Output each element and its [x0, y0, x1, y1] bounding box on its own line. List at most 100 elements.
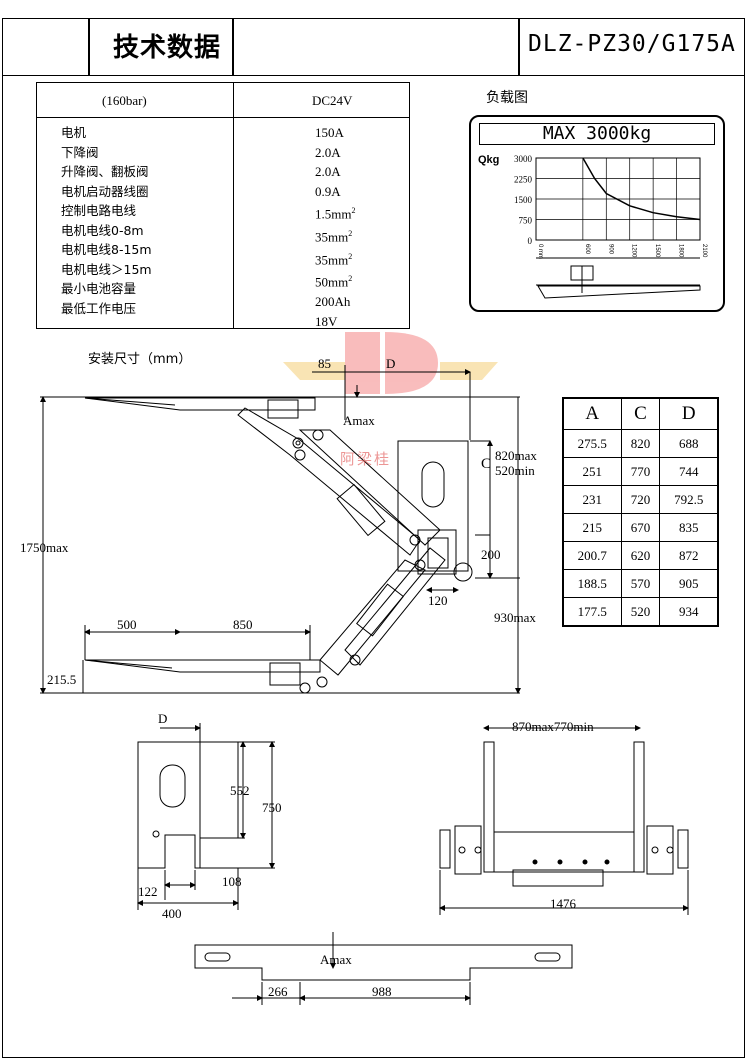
plate-dim-d: D	[158, 711, 168, 726]
load-chart-max: MAX 3000kg	[479, 123, 715, 145]
dim-table-cell: 792.5	[659, 485, 718, 514]
load-y-tick: 0	[528, 236, 533, 246]
install-title: 安装尺寸（mm）	[88, 352, 192, 367]
dim-table-cell: 934	[659, 597, 718, 626]
dim-table-cell: 570	[620, 569, 661, 598]
spec-value: 35mm2	[315, 228, 353, 245]
spec-label: 最小电池容量	[61, 281, 137, 296]
spec-value: 0.9A	[315, 183, 341, 199]
spec-table: (160bar) DC24V 电机下降阀升降阀、翻板阀电机启动器线圈控制电路电线…	[36, 82, 410, 329]
spec-label: 最低工作电压	[61, 300, 137, 316]
dim-table-cell: 275.5	[563, 429, 622, 458]
load-y-tick: 750	[519, 216, 533, 226]
spec-head-left: (160bar)	[102, 93, 147, 108]
load-x-tick: 1500	[654, 244, 660, 258]
plate-dim-122: 122	[138, 884, 158, 899]
dim-d: D	[386, 356, 396, 371]
plate-dim-750: 750	[262, 800, 282, 815]
dim-table-header: D	[659, 398, 718, 430]
load-chart-box	[469, 115, 725, 312]
bottom-dim-988: 988	[372, 984, 392, 999]
load-y-tick: 1500	[514, 195, 533, 205]
bottom-dim-266: 266	[268, 984, 288, 999]
title-block-left	[2, 18, 90, 76]
dim-table-cell: 670	[620, 513, 661, 542]
spec-values: 150A 2.0A 2.0A 0.9A 1.5mm2 35mm2 35mm2 50mm2 200…	[315, 123, 355, 331]
dim-c-max: 820max	[495, 448, 537, 463]
dim-table-cell: 251	[563, 457, 622, 486]
dim-table-cell: 820	[620, 429, 661, 458]
dim-500: 500	[117, 617, 137, 632]
dim-200: 200	[481, 547, 501, 562]
plate-view	[137, 723, 275, 910]
load-x-tick: 1200	[631, 244, 637, 258]
plate-dim-552: 552	[230, 783, 250, 798]
frame-dim-1476: 1476	[550, 896, 576, 911]
bottom-dim-amax: Amax	[320, 952, 352, 967]
dim-120: 120	[428, 593, 448, 608]
spec-label: 电机	[61, 125, 87, 140]
spec-value: 1.5mm2	[315, 206, 356, 222]
dim-1750: 1750max	[20, 540, 69, 555]
load-chart-profile	[536, 257, 701, 299]
dim-table-cell: 177.5	[563, 597, 622, 626]
spec-value: 2.0A	[315, 164, 341, 179]
dim-930: 930max	[494, 610, 536, 625]
spec-label: 升降阀、翻板阀	[61, 164, 149, 179]
title-block-model	[518, 18, 745, 76]
dim-table-cell: 200.7	[563, 541, 622, 570]
bottom-view	[194, 932, 573, 1005]
load-chart-title: 负载图	[486, 90, 528, 106]
load-y-tick: 2250	[514, 175, 533, 185]
watermark-logo	[283, 332, 498, 394]
spec-label: 下降阀	[61, 144, 99, 160]
title-block-name	[88, 18, 234, 76]
dim-table-cell: 520	[620, 597, 661, 626]
plate-dim-108: 108	[222, 874, 242, 889]
dim-table-cell: 905	[659, 569, 718, 598]
spec-value: 150A	[315, 125, 344, 140]
spec-value: 2.0A	[315, 144, 341, 160]
dim-amax: Amax	[343, 413, 375, 428]
dim-table-cell: 215	[563, 513, 622, 542]
spec-label: 电机电线＞15m	[61, 261, 152, 277]
dim-85: 85	[318, 356, 331, 371]
dim-c: C	[481, 456, 492, 472]
spec-label: 控制电路电线	[61, 203, 137, 218]
title-block-mid	[232, 18, 520, 76]
dim-table-cell: 770	[620, 457, 661, 486]
dim-table-cell: 835	[659, 513, 718, 542]
install-side-view	[40, 365, 521, 694]
watermark-text: 阿梁桂	[340, 450, 392, 468]
dim-table-cell: 620	[620, 541, 661, 570]
load-x-tick: 0 mm	[537, 244, 543, 259]
spec-value: 35mm2	[315, 251, 353, 267]
spec-value: 50mm2	[315, 274, 353, 290]
dim-table-header: A	[563, 398, 622, 430]
spec-label: 电机电线8-15m	[61, 242, 152, 257]
frame-width-label: 870max770min	[512, 719, 594, 734]
spec-value: 200Ah	[315, 294, 351, 310]
load-x-tick: 900	[607, 244, 613, 255]
frame-view	[439, 725, 689, 915]
load-y-axis-label: Qkg	[478, 154, 499, 166]
model-number: DLZ-PZ30/G175A	[528, 31, 736, 57]
spec-label: 电机启动器线圈	[61, 183, 149, 199]
load-curve	[582, 157, 701, 221]
spec-head-right: DC24V	[312, 93, 353, 108]
plate-dim-400: 400	[162, 906, 182, 921]
dim-table-cell: 231	[563, 485, 622, 514]
dim-c-min: 520min	[495, 463, 535, 478]
dim-215: 215.5	[47, 672, 77, 687]
dim-table-cell: 744	[659, 457, 718, 486]
